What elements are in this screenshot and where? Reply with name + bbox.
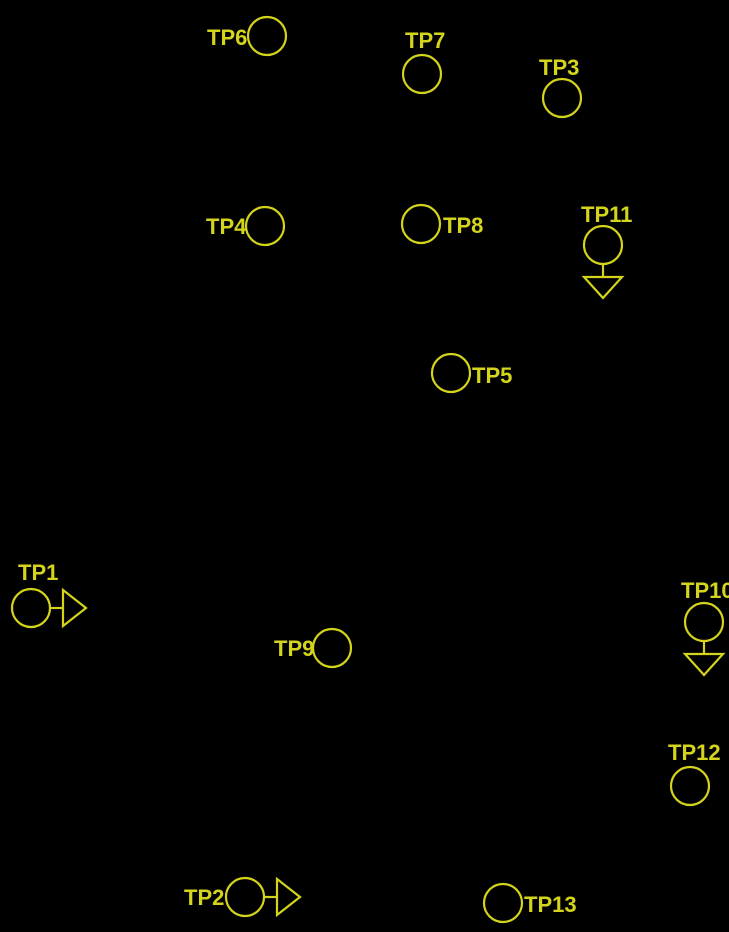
test-point-pad [482,882,524,924]
test-point-tp4: TP4 [206,205,286,247]
test-point-label: TP10 [681,578,729,603]
test-point-pad [401,53,443,95]
test-point-label: TP3 [539,55,579,80]
test-point-label: TP2 [184,885,224,910]
flag-right-icon [50,587,88,629]
test-point-label: TP1 [18,560,58,585]
test-point-label: TP5 [472,363,512,388]
ground-icon [682,641,726,677]
test-point-tp7: TP7 [401,28,445,95]
test-point-label: TP11 [581,202,632,227]
test-point-tp8: TP8 [400,203,483,245]
test-point-pad [246,15,288,57]
test-point-label: TP6 [207,25,247,50]
test-point-tp12: TP12 [668,740,721,807]
flag-right-icon [264,876,302,918]
test-point-pad [244,205,286,247]
test-point-pad [400,203,442,245]
test-point-tp2: TP2 [184,876,302,918]
test-point-tp3: TP3 [539,55,583,119]
test-point-tp11: TP11 [581,202,632,300]
ground-icon [581,264,625,300]
test-point-tp10: TP10 [681,578,729,677]
test-point-label: TP8 [443,213,483,238]
test-point-pad [430,352,472,394]
test-point-label: TP4 [206,214,247,239]
test-point-label: TP7 [405,28,445,53]
test-point-label: TP9 [274,636,314,661]
test-point-pad [541,77,583,119]
test-point-tp6: TP6 [207,15,288,57]
test-point-label: TP12 [668,740,721,765]
test-point-tp13: TP13 [482,882,577,924]
test-point-tp5: TP5 [430,352,512,394]
test-point-label: TP13 [524,892,577,917]
test-point-pad [669,765,711,807]
test-point-tp9: TP9 [274,627,353,669]
test-point-pad [311,627,353,669]
test-point-tp1: TP1 [10,560,88,629]
